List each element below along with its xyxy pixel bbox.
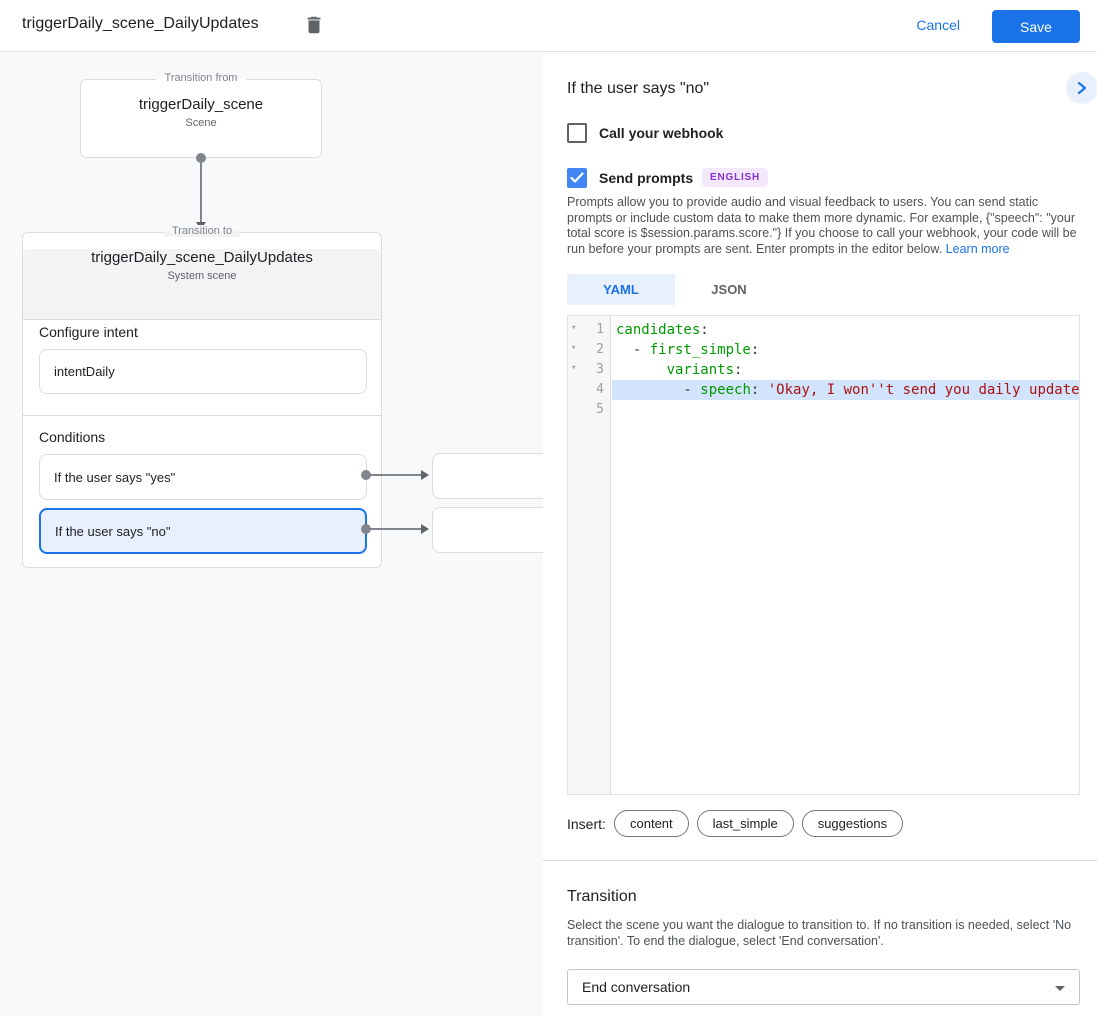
code-key: candidates <box>616 322 701 338</box>
transition-target-box[interactable] <box>432 507 543 553</box>
prompts-description: Prompts allow you to provide audio and v… <box>567 195 1083 257</box>
transition-target-box[interactable] <box>432 453 543 499</box>
chip-content[interactable]: content <box>614 810 689 837</box>
editor-gutter: ▾ 1 ▾ 2 ▾ 3 4 5 <box>568 316 611 794</box>
learn-more-link[interactable]: Learn more <box>945 241 1010 256</box>
line-number: 4 <box>596 382 604 397</box>
code-key: variants <box>666 362 735 378</box>
tab-json[interactable]: JSON <box>711 282 747 297</box>
to-scene-title: triggerDaily_scene_DailyUpdates <box>91 249 313 266</box>
cancel-button[interactable]: Cancel <box>916 17 960 33</box>
conditions-label: Conditions <box>39 429 106 445</box>
code-line <box>612 400 1079 420</box>
code-punct: : <box>750 342 760 358</box>
code-line: - first_simple: <box>612 340 1079 360</box>
arrow-right-icon <box>421 470 429 480</box>
delete-icon[interactable] <box>303 14 327 38</box>
fold-arrow-icon[interactable]: ▾ <box>571 363 577 373</box>
from-scene-subtitle: Scene <box>185 117 217 129</box>
prompt-code-editor[interactable]: ▾ 1 ▾ 2 ▾ 3 4 5 candidates: - first_simple:… <box>567 315 1080 795</box>
code-indent: - <box>616 382 701 398</box>
code-string: 'Okay, I won''t send you daily update <box>767 382 1080 398</box>
editor-code-area[interactable]: candidates: - first_simple: variants: - … <box>612 316 1079 794</box>
to-scene-subtitle: System scene <box>167 270 237 282</box>
connector-line <box>366 528 421 530</box>
code-indent <box>616 362 667 378</box>
transition-to-panel: Transition to triggerDaily_scene_DailyUp… <box>22 225 382 568</box>
fold-arrow-icon[interactable]: ▾ <box>571 343 577 353</box>
transition-description: Select the scene you want the dialogue t… <box>567 918 1072 948</box>
insert-chips: content last_simple suggestions <box>614 810 904 837</box>
collapse-panel-button[interactable] <box>1066 72 1097 104</box>
code-line-highlighted: - speech: 'Okay, I won''t send you daily… <box>612 380 1079 400</box>
line-number: 2 <box>596 342 604 357</box>
code-punct: : <box>700 322 709 338</box>
code-punct: : <box>734 362 743 378</box>
intent-field[interactable]: intentDaily <box>39 349 367 394</box>
language-badge: ENGLISH <box>702 168 769 187</box>
transition-from-legend: Transition from <box>156 72 246 84</box>
line-number: 5 <box>596 402 604 417</box>
divider <box>23 415 381 416</box>
line-number: 1 <box>596 322 604 337</box>
to-scene-header: triggerDaily_scene_DailyUpdates System s… <box>23 249 381 320</box>
save-button[interactable]: Save <box>992 10 1080 43</box>
tab-yaml[interactable]: YAML <box>567 274 675 305</box>
section-divider <box>543 860 1097 861</box>
send-prompts-checkbox[interactable] <box>567 168 587 188</box>
code-line: candidates: <box>612 320 1079 340</box>
condition-row-no[interactable]: If the user says "no" <box>39 508 367 554</box>
transition-from-box[interactable]: Transition from triggerDaily_scene Scene <box>80 72 322 158</box>
condition-detail-panel: If the user says "no" Call your webhook … <box>543 52 1097 1016</box>
page-title: triggerDaily_scene_DailyUpdates <box>22 15 259 32</box>
editor-tabs: YAML JSON <box>567 274 783 305</box>
chevron-right-icon <box>1077 81 1087 95</box>
configure-intent-label: Configure intent <box>39 324 138 340</box>
connector-line <box>200 158 202 222</box>
condition-row-yes[interactable]: If the user says "yes" <box>39 454 367 500</box>
arrow-right-icon <box>421 524 429 534</box>
header: triggerDaily_scene_DailyUpdates Cancel S… <box>0 0 1097 52</box>
chip-last-simple[interactable]: last_simple <box>696 810 794 837</box>
send-prompts-label: Send prompts <box>599 170 694 186</box>
code-punct: : <box>750 382 768 398</box>
webhook-label: Call your webhook <box>599 125 724 141</box>
insert-label: Insert: <box>567 816 606 832</box>
transition-section-title: Transition <box>567 888 637 905</box>
transition-select[interactable]: End conversation <box>567 969 1080 1005</box>
code-key: speech <box>700 382 751 398</box>
code-line: variants: <box>612 360 1079 380</box>
from-scene-title: triggerDaily_scene <box>138 96 264 113</box>
chip-suggestions[interactable]: suggestions <box>801 810 904 837</box>
prompts-description-text: Prompts allow you to provide audio and v… <box>567 195 1077 256</box>
connector-line <box>366 474 421 476</box>
condition-title: If the user says "no" <box>567 80 710 97</box>
dropdown-caret-icon <box>1055 986 1065 991</box>
fold-arrow-icon[interactable]: ▾ <box>571 323 577 333</box>
scene-diagram: Transition from triggerDaily_scene Scene… <box>0 52 543 1016</box>
code-indent: - <box>616 342 650 358</box>
transition-select-value: End conversation <box>582 979 691 995</box>
webhook-checkbox[interactable] <box>567 123 587 143</box>
line-number: 3 <box>596 362 604 377</box>
checkmark-icon <box>570 172 584 183</box>
transition-to-legend: Transition to <box>163 225 241 237</box>
code-key: first_simple <box>649 342 751 358</box>
